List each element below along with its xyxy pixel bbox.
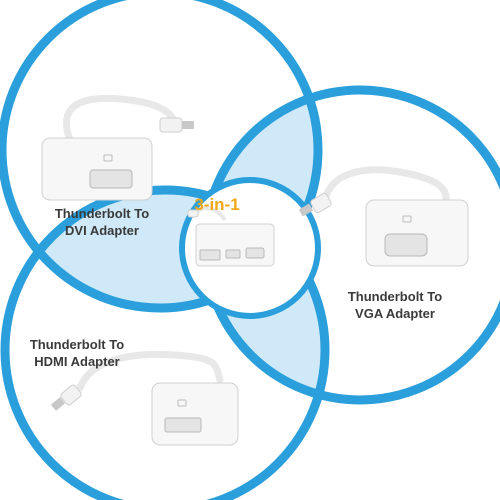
dvi-plug	[159, 117, 183, 133]
dvi-caption: Thunderbolt To DVI Adapter	[42, 205, 162, 239]
hub-plug	[187, 209, 199, 218]
hdmi-caption-line1: Thunderbolt To	[29, 337, 125, 352]
vga-port	[384, 233, 428, 257]
hdmi-port	[164, 417, 202, 433]
three-in-one-adapter	[187, 206, 275, 267]
vga-logo	[402, 215, 412, 223]
hdmi-logo	[177, 399, 187, 407]
hdmi-cable	[76, 350, 224, 392]
vga-plug	[310, 193, 332, 213]
hub-port-hdmi	[225, 249, 241, 259]
vga-cable	[321, 166, 450, 209]
hdmi-plug	[60, 384, 82, 406]
vga-adapter	[299, 166, 469, 267]
ring-hdmi	[0, 185, 330, 500]
dvi-caption-line2: DVI Adapter	[65, 223, 139, 238]
dvi-port	[89, 169, 133, 189]
dvi-logo	[103, 154, 113, 162]
hdmi-body	[151, 382, 239, 446]
dvi-body	[41, 137, 153, 201]
ring-dvi	[0, 0, 323, 313]
vga-caption: Thunderbolt To VGA Adapter	[335, 288, 455, 322]
hdmi-adapter	[51, 350, 239, 446]
dvi-cable	[63, 94, 179, 144]
vga-plug-tip	[299, 203, 313, 217]
hdmi-caption-line2: HDMI Adapter	[34, 354, 120, 369]
dvi-plug-tip	[182, 121, 194, 129]
hub-port-vga	[245, 247, 265, 259]
hdmi-caption: Thunderbolt To HDMI Adapter	[18, 336, 136, 370]
vga-caption-line2: VGA Adapter	[355, 306, 435, 321]
vga-caption-line1: Thunderbolt To	[347, 289, 443, 304]
dvi-caption-line1: Thunderbolt To	[54, 206, 150, 221]
hub-port-dvi	[199, 249, 221, 261]
dvi-adapter	[41, 94, 194, 201]
hdmi-plug-tip	[51, 397, 65, 411]
three-in-one-caption: 3-in-1	[194, 195, 240, 214]
